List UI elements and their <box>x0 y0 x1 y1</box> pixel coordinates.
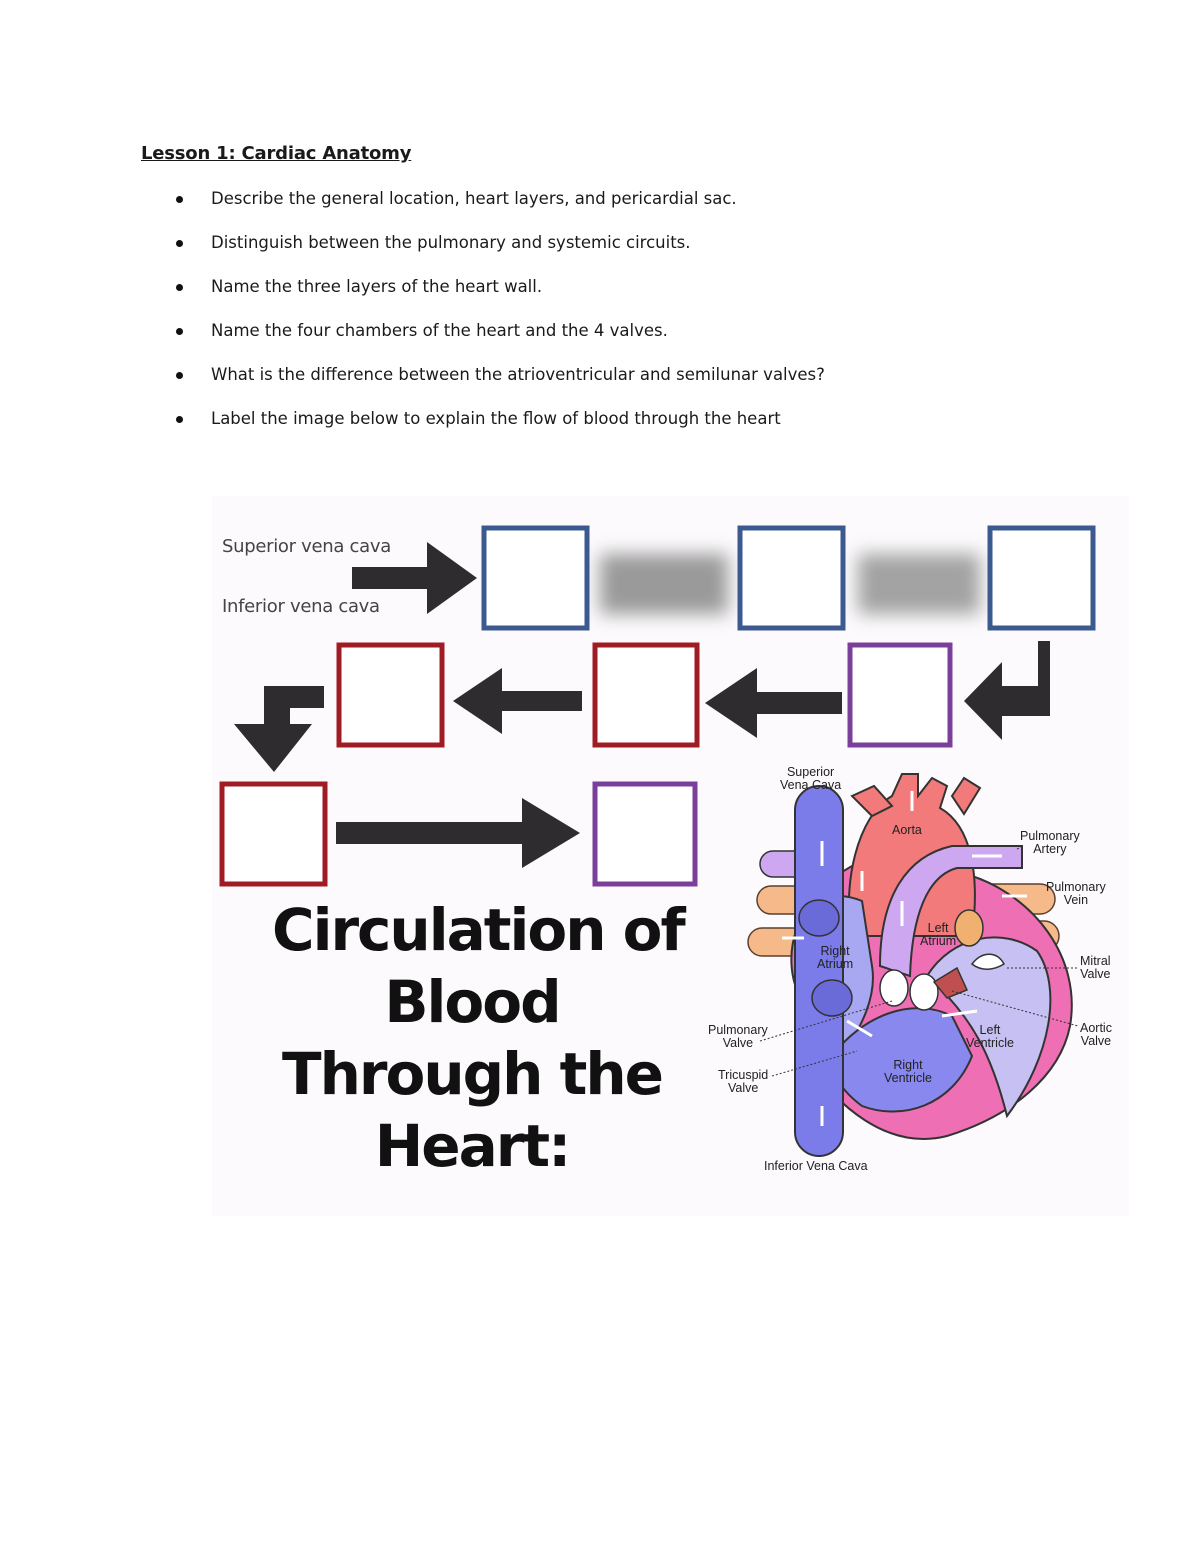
figure-title-line: Blood <box>384 968 561 1036</box>
objective-item: Label the image below to explain the flo… <box>176 407 825 451</box>
heart-label-left-ventricle: Left Ventricle <box>966 1024 1014 1050</box>
label-box-2[interactable] <box>737 525 846 631</box>
redacted-blur <box>600 554 728 614</box>
label-line: Right <box>820 944 850 958</box>
label-line: Valve <box>1080 967 1111 981</box>
objective-item: What is the difference between the atrio… <box>176 363 825 407</box>
label-box-7[interactable] <box>219 781 328 887</box>
superior-vena-cava-label: Superior vena cava <box>222 536 391 557</box>
label-line: Vein <box>1063 893 1089 907</box>
label-line: Left <box>979 1023 1001 1037</box>
arrow-right <box>336 798 580 868</box>
label-box-5[interactable] <box>592 642 700 748</box>
inferior-vena-cava-label: Inferior vena cava <box>222 596 380 617</box>
label-line: Pulmonary <box>1020 829 1080 843</box>
label-line: Pulmonary <box>1046 880 1106 894</box>
heart-label-right-ventricle: Right Ventricle <box>884 1059 932 1085</box>
heart-label-aortic-valve: Aortic Valve <box>1080 1022 1112 1048</box>
heart-label-right-atrium: Right Atrium <box>817 945 853 971</box>
label-box-6[interactable] <box>336 642 445 748</box>
label-box-3[interactable] <box>987 525 1096 631</box>
redacted-blur <box>858 554 980 614</box>
label-line: Valve <box>722 1036 754 1050</box>
label-line: Vena Cava <box>780 778 842 792</box>
objectives-list: Describe the general location, heart lay… <box>176 187 825 451</box>
objective-item: Distinguish between the pulmonary and sy… <box>176 231 825 275</box>
heart-label-pulmonary-artery: Pulmonary Artery <box>1020 830 1080 856</box>
heart-label-pulmonary-valve: Pulmonary Valve <box>708 1024 768 1050</box>
objective-item: Name the three layers of the heart wall. <box>176 275 825 319</box>
label-line: Ventricle <box>966 1036 1014 1050</box>
label-line: Mitral <box>1080 954 1111 968</box>
label-line: Tricuspid <box>718 1068 769 1082</box>
label-line: Right <box>893 1058 923 1072</box>
label-line: Aortic <box>1080 1021 1112 1035</box>
arrow-hook-left <box>964 641 1050 740</box>
label-line: Atrium <box>920 934 957 948</box>
heart-label-aorta: Aorta <box>892 824 922 837</box>
arrow-right <box>352 542 477 614</box>
blood-flow-figure: Superior vena cava Inferior vena cava Ci… <box>212 496 1129 1216</box>
figure-title: Circulation of Blood Through the Heart: <box>272 894 686 1182</box>
label-line: Pulmonary <box>708 1023 768 1037</box>
label-line: Valve <box>727 1081 759 1095</box>
label-line: Left <box>927 921 949 935</box>
label-box-4[interactable] <box>847 642 953 748</box>
label-line: Superior <box>786 765 835 779</box>
objective-item: Describe the general location, heart lay… <box>176 187 825 231</box>
arrow-left <box>453 668 582 734</box>
figure-title-line: Heart: <box>374 1112 572 1180</box>
objective-item: Name the four chambers of the heart and … <box>176 319 825 363</box>
label-line: Inferior Vena Cava <box>764 1159 868 1173</box>
label-line: Valve <box>1080 1034 1112 1048</box>
label-line: Aorta <box>892 823 922 837</box>
arrow-left <box>705 668 842 738</box>
label-line: Atrium <box>817 957 854 971</box>
heart-label-pulmonary-vein: Pulmonary Vein <box>1046 881 1106 907</box>
heart-label-tricuspid-valve: Tricuspid Valve <box>718 1069 768 1095</box>
label-line: Ventricle <box>884 1071 932 1085</box>
lesson-title: Lesson 1: Cardiac Anatomy <box>141 143 412 164</box>
heart-label-inferior-vena-cava: Inferior Vena Cava <box>764 1160 868 1173</box>
label-box-1[interactable] <box>481 525 590 631</box>
figure-title-line: Through the <box>282 1040 664 1108</box>
label-line: Artery <box>1033 842 1067 856</box>
figure-title-line: Circulation of <box>272 896 686 964</box>
heart-label-left-atrium: Left Atrium <box>920 922 956 948</box>
flow-diagram <box>219 525 1096 1157</box>
flow-arrows <box>234 542 1050 868</box>
heart-illustration <box>747 773 1079 1157</box>
arrow-hook-down <box>234 686 324 772</box>
label-box-8[interactable] <box>592 781 698 887</box>
heart-label-superior-vena-cava: Superior Vena Cava <box>780 766 841 792</box>
heart-label-mitral-valve: Mitral Valve <box>1080 955 1111 981</box>
